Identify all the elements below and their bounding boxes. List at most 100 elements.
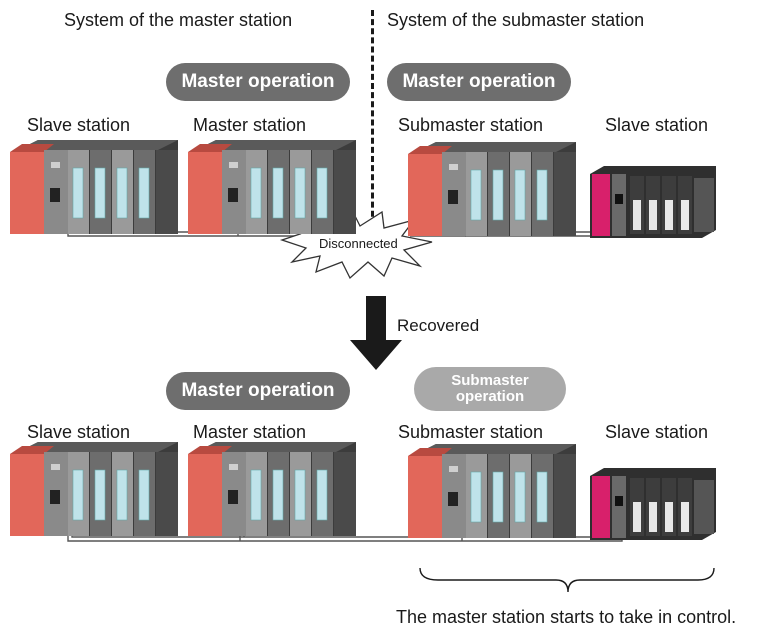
network-port (50, 490, 60, 504)
compact-end-module (694, 178, 714, 232)
terminal-block (272, 469, 284, 521)
system-divider (371, 10, 374, 235)
end-module (156, 150, 178, 234)
bottom-slave-compact-plc (590, 468, 716, 540)
terminal-block (536, 471, 548, 523)
terminal-block (72, 469, 84, 521)
compact-terminal (649, 502, 657, 532)
status-led-panel (449, 466, 458, 472)
power-supply-module (10, 454, 44, 536)
status-led-panel (449, 164, 458, 170)
compact-power-module (592, 476, 610, 538)
bottom-slave-station-left-label: Slave station (27, 422, 131, 442)
top-slave-plc (10, 140, 178, 234)
recovered-label: Recovered (397, 316, 480, 335)
bottom-master-station-label: Master station (193, 422, 307, 442)
terminal-block (72, 167, 84, 219)
bottom-slave-station-right-label: Slave station (605, 422, 709, 442)
terminal-block (294, 469, 306, 521)
bottom-master-plc (188, 442, 356, 536)
submaster-badge-line2: operation (455, 388, 525, 405)
top-slave-station-right-label: Slave station (605, 115, 709, 135)
power-supply-top (408, 448, 452, 456)
bottom-submaster-plc (408, 444, 576, 538)
bottom-submaster-operation-badge: Submaster operation (414, 367, 566, 411)
terminal-block (514, 169, 526, 221)
top-submaster-plc (408, 142, 576, 236)
terminal-block (492, 471, 504, 523)
rack-top (416, 142, 576, 152)
terminal-block (294, 167, 306, 219)
power-supply-module (188, 152, 222, 234)
terminal-block (250, 469, 262, 521)
compact-terminal (649, 200, 657, 230)
compact-power-module (592, 174, 610, 236)
terminal-block (470, 471, 482, 523)
terminal-block (492, 169, 504, 221)
power-supply-top (188, 446, 232, 454)
top-master-operation-badge: Master operation (166, 63, 350, 101)
rack-top (18, 442, 178, 452)
network-port (228, 188, 238, 202)
terminal-block (514, 471, 526, 523)
power-supply-module (408, 154, 442, 236)
compact-port (615, 496, 623, 506)
bottom-slave-plc (10, 442, 178, 536)
compact-port (615, 194, 623, 204)
terminal-block (536, 169, 548, 221)
end-module (156, 452, 178, 536)
end-module (334, 452, 356, 536)
recovered-arrow (350, 296, 402, 370)
power-supply-top (188, 144, 232, 152)
network-port (448, 190, 458, 204)
compact-terminal (665, 200, 673, 230)
compact-terminal (665, 502, 673, 532)
terminal-block (316, 469, 328, 521)
compact-terminal (681, 502, 689, 532)
top-master-station-label: Master station (193, 115, 307, 135)
terminal-block (116, 167, 128, 219)
compact-cpu-module (612, 174, 626, 236)
compact-terminal (633, 502, 641, 532)
compact-cpu-module (612, 476, 626, 538)
terminal-block (94, 167, 106, 219)
master-system-label: System of the master station (64, 10, 293, 30)
top-submaster-station-label: Submaster station (398, 115, 544, 135)
power-supply-module (10, 152, 44, 234)
status-led-panel (229, 162, 238, 168)
terminal-block (94, 469, 106, 521)
end-module (334, 150, 356, 234)
compact-end-module (694, 480, 714, 534)
top-slave-station-left-label: Slave station (27, 115, 131, 135)
rack-top (196, 442, 356, 452)
rack-top (196, 140, 356, 150)
bottom-master-operation-badge: Master operation (166, 372, 350, 410)
compact-terminal (681, 200, 689, 230)
bottom-submaster-station-label: Submaster station (398, 422, 544, 442)
power-supply-top (10, 144, 54, 152)
top-slave-compact-plc (590, 166, 716, 238)
submaster-system-label: System of the submaster station (387, 10, 645, 30)
terminal-block (272, 167, 284, 219)
terminal-block (138, 167, 150, 219)
caption: The master station starts to take in con… (396, 607, 737, 627)
rack-top (416, 444, 576, 454)
network-port (448, 492, 458, 506)
network-port (228, 490, 238, 504)
end-module (554, 152, 576, 236)
status-led-panel (51, 162, 60, 168)
top-master-plc (188, 140, 356, 234)
terminal-block (116, 469, 128, 521)
top-submaster-master-operation-badge: Master operation (387, 63, 571, 101)
status-led-panel (51, 464, 60, 470)
terminal-block (470, 169, 482, 221)
power-supply-top (408, 146, 452, 154)
terminal-block (250, 167, 262, 219)
end-module (554, 454, 576, 538)
network-port (50, 188, 60, 202)
power-supply-module (188, 454, 222, 536)
submaster-bracket (419, 567, 715, 593)
terminal-block (138, 469, 150, 521)
submaster-badge-line1: Submaster (451, 372, 529, 390)
